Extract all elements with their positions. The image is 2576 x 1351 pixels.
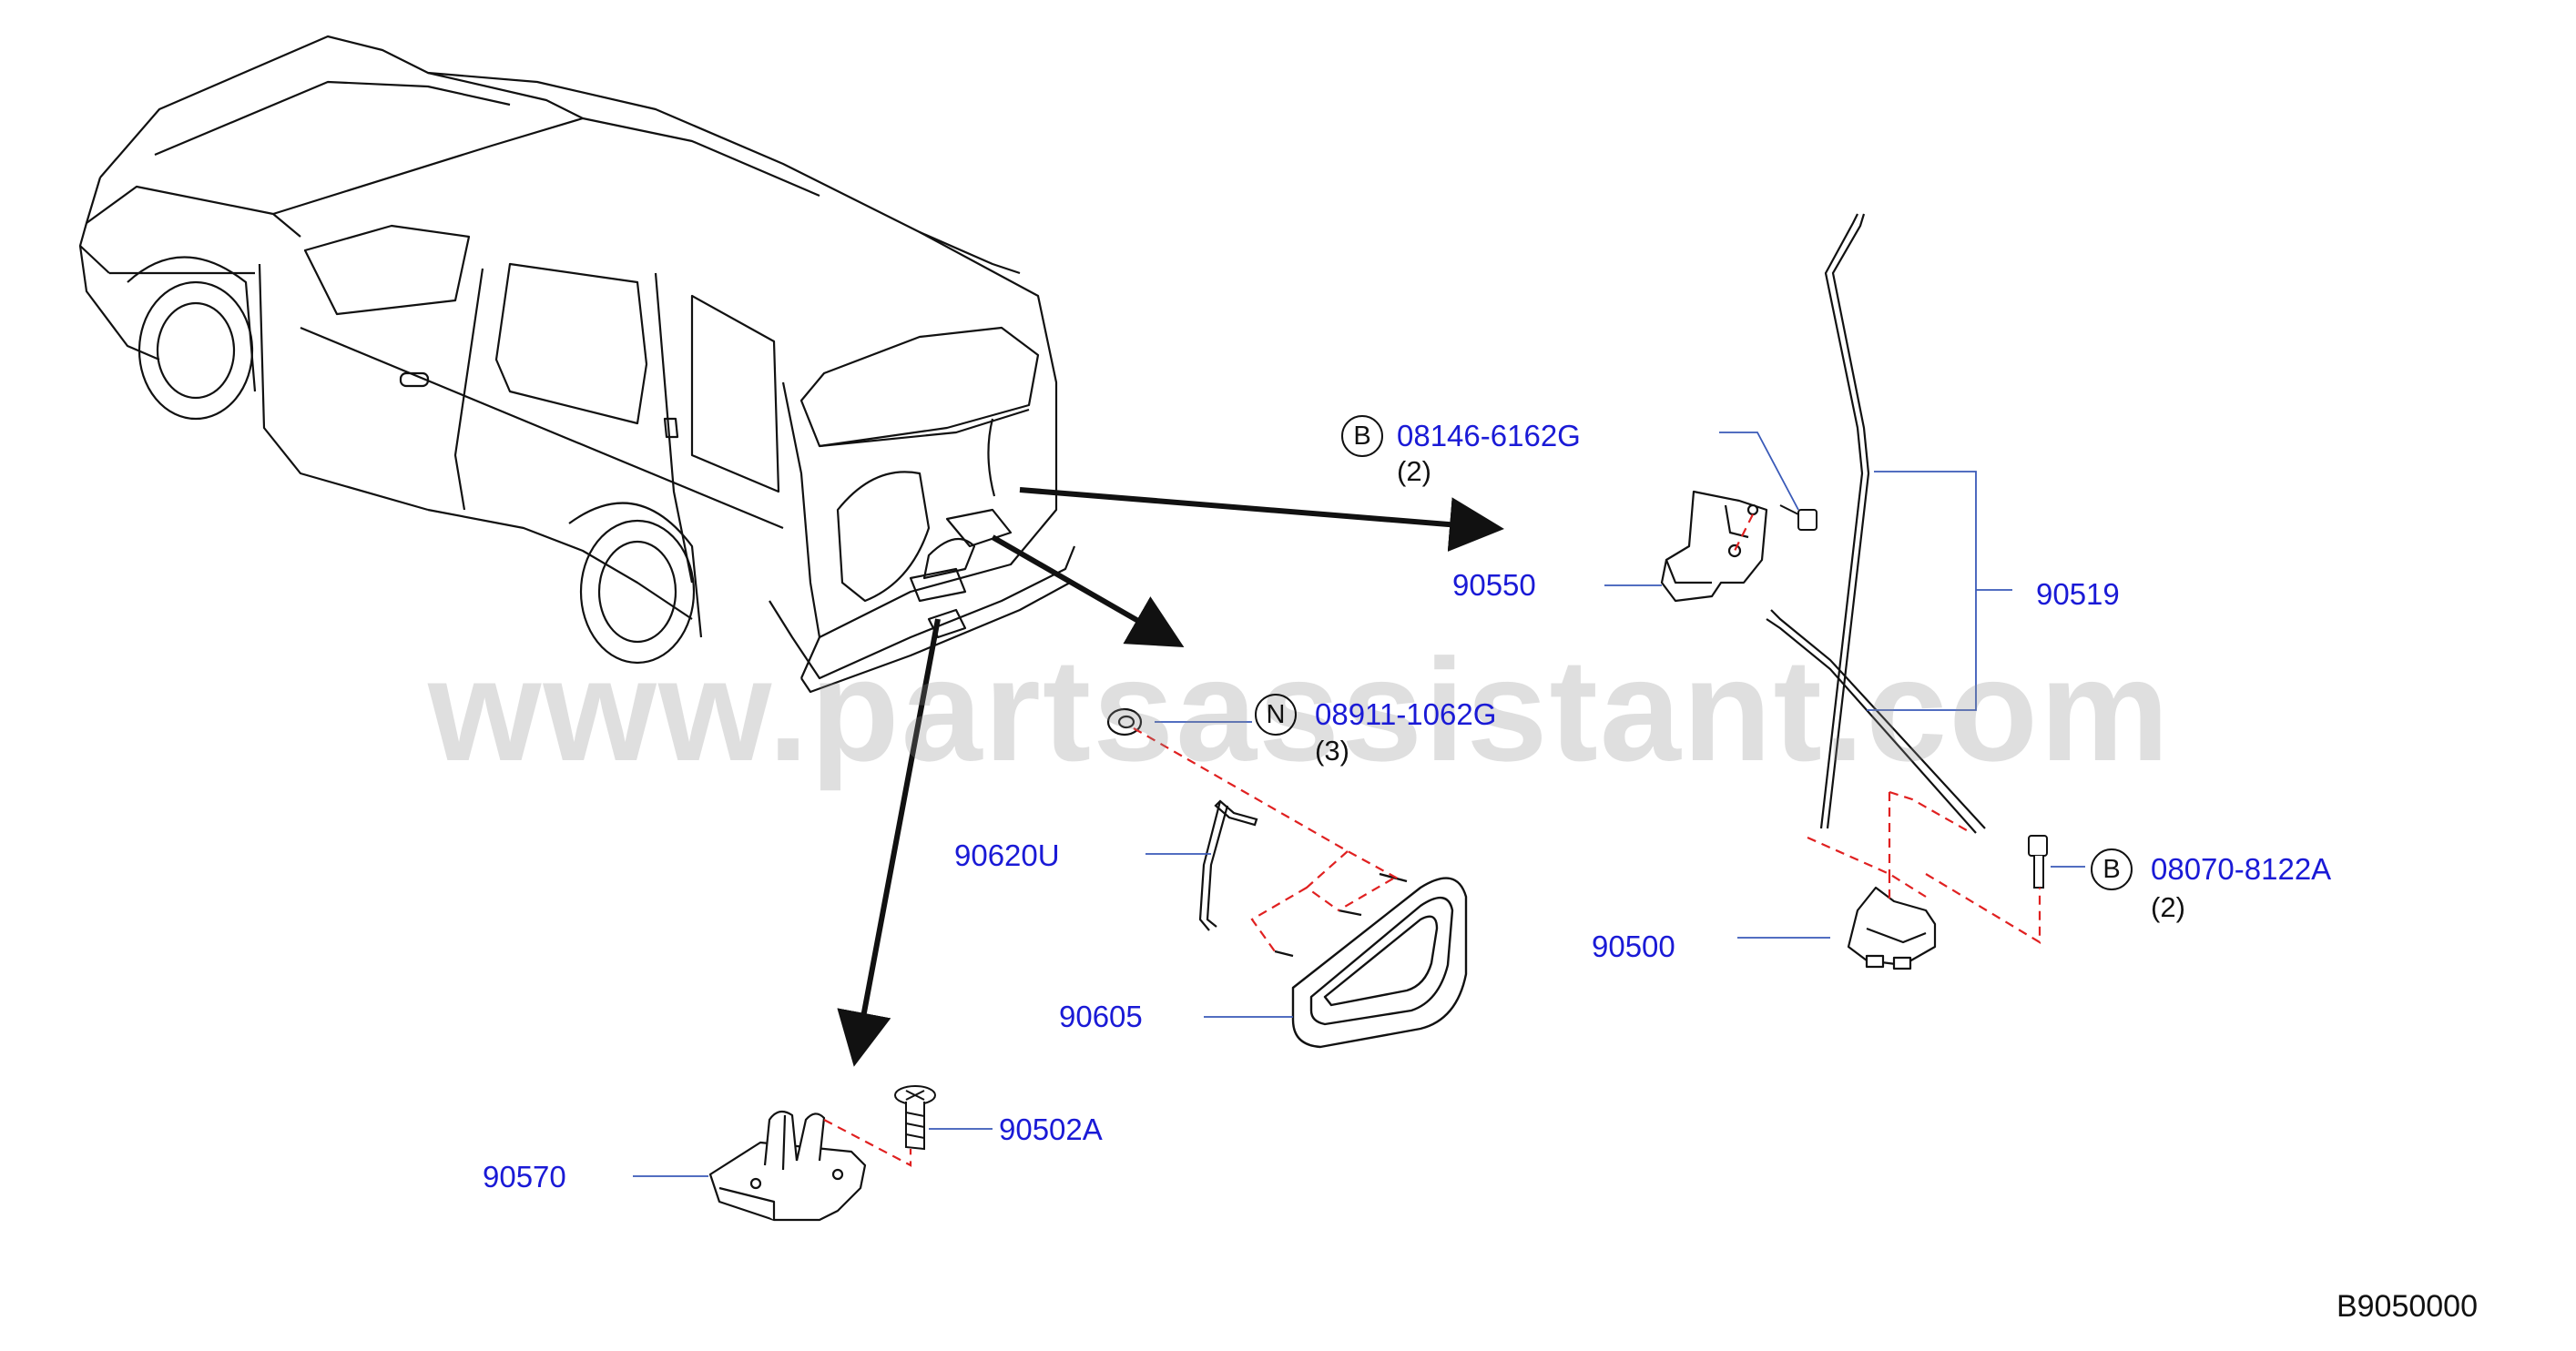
bolt-08070 [2028,835,2048,889]
watermark: www.partsassistant.com [428,628,2172,791]
nut-part-number[interactable]: 08911-1062G [1315,697,1497,731]
leader-lines [633,432,2085,1177]
screw-90502a [894,1085,936,1151]
handle-90605 [1274,872,1468,1049]
striker-90570 [708,1110,867,1222]
vehicle-illustration [78,35,1076,694]
part-90605-label[interactable]: 90605 [1059,1000,1143,1033]
nut-marker-n: N [1255,694,1297,736]
rod-90620u [1198,799,1258,931]
nut-08911 [1106,707,1143,736]
part-90570-label[interactable]: 90570 [483,1160,566,1194]
diagram-code: B9050000 [2336,1289,2478,1324]
part-90502a-label[interactable]: 90502A [999,1112,1103,1146]
bolt-marker-b-1: B [1341,415,1383,457]
latch-90550 [1660,490,1768,603]
part-90620u-label[interactable]: 90620U [954,838,1060,872]
bolt-qty-2: (2) [2151,891,2185,923]
assembly-lines [823,513,2041,1167]
arrow-to-handle [991,534,1185,647]
bolt-marker-b-2: B [2091,848,2133,890]
lock-90500 [1847,886,1937,970]
bolt-part-number-2[interactable]: 08070-8122A [2151,852,2332,886]
bolt-qty-1: (2) [1397,455,1431,487]
arrow-to-latch [1019,487,1504,553]
bolt-08146 [1779,504,1817,531]
nut-qty: (3) [1315,735,1349,767]
bolt-part-number-1[interactable]: 08146-6162G [1397,419,1581,452]
arrow-to-striker [837,618,941,1067]
part-90550-label[interactable]: 90550 [1452,568,1536,602]
part-90519-label[interactable]: 90519 [2036,577,2120,611]
rod-90519 [1766,213,1986,834]
callout-arrows [837,487,1504,1067]
part-90500-label[interactable]: 90500 [1592,929,1675,963]
